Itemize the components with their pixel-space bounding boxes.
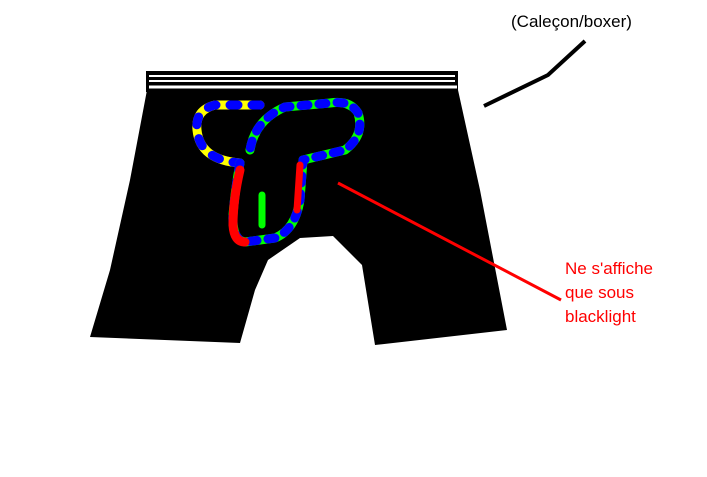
note-line: Ne s'affiche xyxy=(565,259,653,278)
note-line: blacklight xyxy=(565,307,636,326)
garment-pointer-line xyxy=(483,39,587,108)
waistband xyxy=(146,71,458,92)
note-line: que sous xyxy=(565,283,634,302)
blacklight-logo xyxy=(192,98,365,247)
note-pointer-line xyxy=(337,181,562,302)
blacklight-note: Ne s'affiche que sous blacklight xyxy=(565,257,653,329)
garment-label: (Caleçon/boxer) xyxy=(511,12,632,31)
